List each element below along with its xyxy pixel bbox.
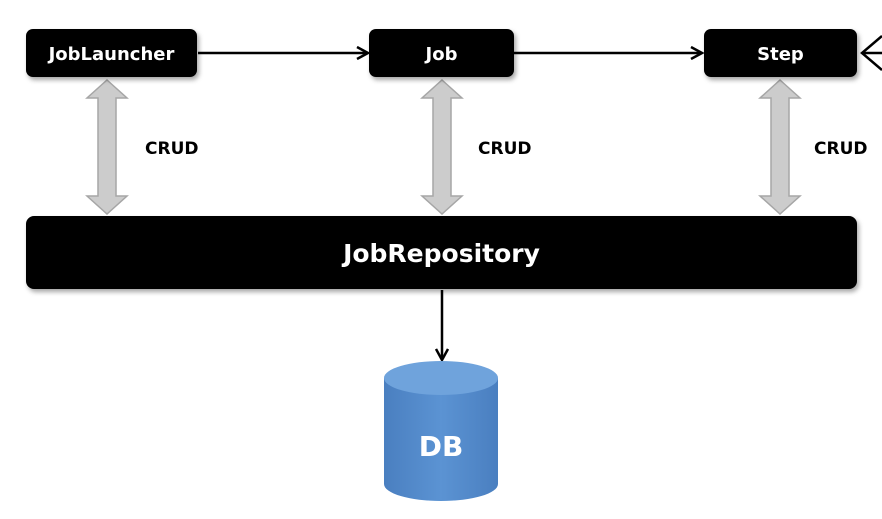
- crud-arrow-step: [758, 78, 802, 216]
- node-job-launcher: JobLauncher: [26, 29, 197, 77]
- crud-arrow-job: [420, 78, 464, 216]
- db-label: DB: [419, 430, 464, 463]
- crud-label-job: CRUD: [478, 139, 531, 159]
- node-step: Step: [704, 29, 857, 77]
- node-job: Job: [369, 29, 514, 77]
- crud-arrow-launcher: [85, 78, 129, 216]
- crud-label-launcher: CRUD: [145, 139, 198, 159]
- node-step-label: Step: [757, 44, 804, 65]
- db-cylinder: DB: [384, 361, 498, 501]
- node-job-repository: JobRepository: [26, 216, 857, 289]
- node-job-launcher-label: JobLauncher: [47, 44, 175, 65]
- node-job-label: Job: [424, 44, 458, 65]
- crud-label-step: CRUD: [814, 139, 867, 159]
- node-job-repository-label: JobRepository: [341, 239, 540, 268]
